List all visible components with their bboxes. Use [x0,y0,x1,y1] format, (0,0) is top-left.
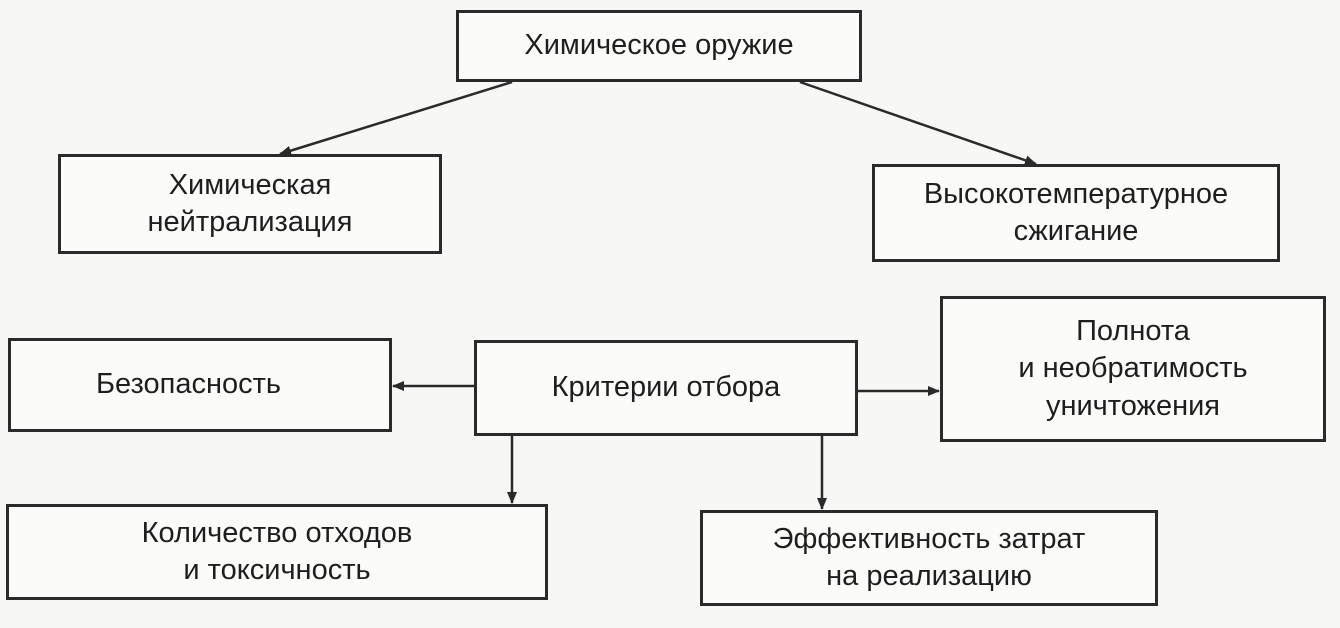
node-cost-effectiveness: Эффективность затрат на реализацию [700,510,1158,606]
node-waste-toxicity: Количество отходов и токсичность [6,504,548,600]
node-safety: Безопасность [8,338,392,432]
node-completeness-irreversibility: Полнота и необратимость уничтожения [940,296,1326,442]
node-selection-criteria: Критерии отбора [474,340,858,436]
node-chemical-neutralization: Химическая нейтрализация [58,154,442,254]
node-chemical-weapons: Химическое оружие [456,10,862,82]
arrow-root-to-incineration [799,80,1037,166]
node-high-temperature-incineration: Высокотемпературное сжигание [872,164,1280,262]
arrow-root-to-neutralization [279,80,513,156]
